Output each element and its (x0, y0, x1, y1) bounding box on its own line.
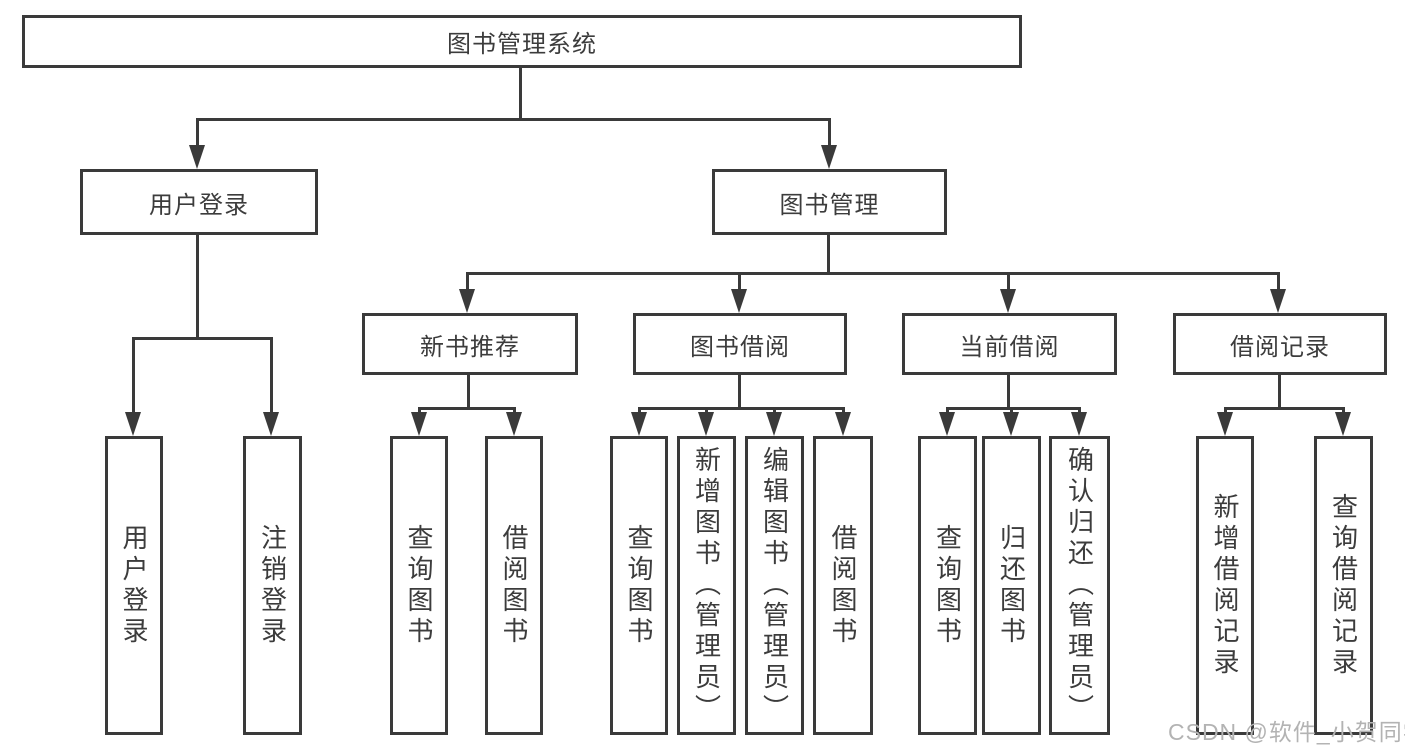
node-current-borrowing: 当前借阅 (902, 313, 1117, 375)
node-book-borrowing: 图书借阅 (633, 313, 847, 375)
node-borrowing-records-label: 借阅记录 (1230, 333, 1330, 361)
node-new-book-recommend: 新书推荐 (362, 313, 578, 375)
arrow-down-icon (1217, 412, 1233, 436)
arrow-down-icon (1003, 412, 1019, 436)
leaf-edit-book-admin-label: 编辑图书（管理员） (759, 446, 790, 725)
connector-drop (828, 118, 831, 146)
arrow-down-icon (1000, 289, 1016, 313)
leaf-borrow-books-recommend: 借阅图书 (485, 436, 543, 735)
connector-drop (513, 407, 516, 413)
connector-drop (1277, 272, 1280, 290)
leaf-query-books-borrowing-label: 查询图书 (624, 523, 654, 648)
connector-drop (946, 407, 949, 413)
connector-drop (1078, 407, 1081, 413)
leaf-return-books-label: 归还图书 (996, 523, 1027, 648)
arrow-down-icon (125, 412, 141, 436)
leaf-borrow-books-recommend-label: 借阅图书 (499, 523, 529, 648)
connector-drop (1224, 407, 1227, 413)
leaf-add-book-admin: 新增图书（管理员） (677, 436, 736, 735)
leaf-query-books-current: 查询图书 (918, 436, 977, 735)
connector-borrow-records-stem (1278, 375, 1281, 407)
connector-current-borrow-stem (1007, 375, 1010, 407)
connector-drop (1342, 407, 1345, 413)
arrow-down-icon (263, 412, 279, 436)
leaf-confirm-return-admin: 确认归还（管理员） (1049, 436, 1110, 735)
leaf-logout-label: 注销登录 (257, 523, 288, 648)
leaf-add-borrow-record-label: 新增借阅记录 (1210, 492, 1240, 679)
connector-drop (1007, 272, 1010, 290)
connector-drop (132, 337, 135, 413)
watermark-text: CSDN @软件_小贺同学 (1168, 719, 1405, 745)
arrow-down-icon (731, 289, 747, 313)
node-current-borrowing-label: 当前借阅 (959, 333, 1060, 361)
leaf-query-books-borrowing: 查询图书 (610, 436, 668, 735)
leaf-query-borrow-record-label: 查询借阅记录 (1328, 492, 1359, 679)
leaf-query-books-recommend: 查询图书 (390, 436, 448, 735)
connector-drop (196, 118, 199, 146)
arrow-down-icon (939, 412, 955, 436)
arrow-down-icon (1071, 412, 1087, 436)
connector-book-mgmt-stem (827, 235, 830, 272)
leaf-user-login-label: 用户登录 (119, 523, 149, 648)
connector-drop (270, 337, 273, 413)
arrow-down-icon (411, 412, 427, 436)
arrow-down-icon (821, 145, 837, 169)
node-user-login: 用户登录 (80, 169, 318, 235)
arrow-down-icon (835, 412, 851, 436)
arrow-down-icon (766, 412, 782, 436)
leaf-query-borrow-record: 查询借阅记录 (1314, 436, 1373, 735)
connector-new-book-hbar (418, 407, 516, 410)
leaf-borrow-books-borrowing-label: 借阅图书 (828, 523, 858, 648)
leaf-user-login: 用户登录 (105, 436, 163, 735)
node-new-book-recommend-label: 新书推荐 (420, 333, 520, 361)
node-book-borrowing-label: 图书借阅 (690, 333, 790, 361)
leaf-query-books-current-label: 查询图书 (932, 523, 963, 648)
leaf-confirm-return-admin-label: 确认归还（管理员） (1064, 446, 1095, 725)
connector-drop (418, 407, 421, 413)
connector-drop (466, 272, 469, 290)
leaf-add-book-admin-label: 新增图书（管理员） (691, 446, 722, 725)
connector-drop (773, 407, 776, 413)
node-root: 图书管理系统 (22, 15, 1022, 68)
node-root-label: 图书管理系统 (447, 31, 597, 58)
leaf-add-borrow-record: 新增借阅记录 (1196, 436, 1254, 735)
connector-drop (638, 407, 641, 413)
arrow-down-icon (189, 145, 205, 169)
node-borrowing-records: 借阅记录 (1173, 313, 1387, 375)
connector-book-borrow-stem (738, 375, 741, 407)
connector-user-login-stem (196, 235, 199, 337)
leaf-query-books-recommend-label: 查询图书 (404, 523, 434, 648)
leaf-logout: 注销登录 (243, 436, 302, 735)
connector-drop (842, 407, 845, 413)
arrow-down-icon (1335, 412, 1351, 436)
connector-new-book-stem (467, 375, 470, 407)
connector-drop (705, 407, 708, 413)
connector-root-stem (519, 68, 522, 118)
node-book-management: 图书管理 (712, 169, 947, 235)
connector-drop (738, 272, 741, 290)
leaf-borrow-books-borrowing: 借阅图书 (813, 436, 873, 735)
arrow-down-icon (1270, 289, 1286, 313)
connector-book-borrow-hbar (638, 407, 845, 410)
connector-user-login-hbar (132, 337, 273, 340)
arrow-down-icon (459, 289, 475, 313)
leaf-return-books: 归还图书 (982, 436, 1041, 735)
connector-current-borrow-hbar (946, 407, 1081, 410)
arrow-down-icon (631, 412, 647, 436)
node-book-management-label: 图书管理 (779, 191, 880, 219)
arrow-down-icon (698, 412, 714, 436)
connector-borrow-records-hbar (1224, 407, 1345, 410)
arrow-down-icon (506, 412, 522, 436)
connector-root-hbar (196, 118, 831, 121)
leaf-edit-book-admin: 编辑图书（管理员） (745, 436, 804, 735)
node-user-login-label: 用户登录 (149, 191, 249, 219)
connector-drop (1010, 407, 1013, 413)
connector-book-mgmt-hbar (466, 272, 1280, 275)
